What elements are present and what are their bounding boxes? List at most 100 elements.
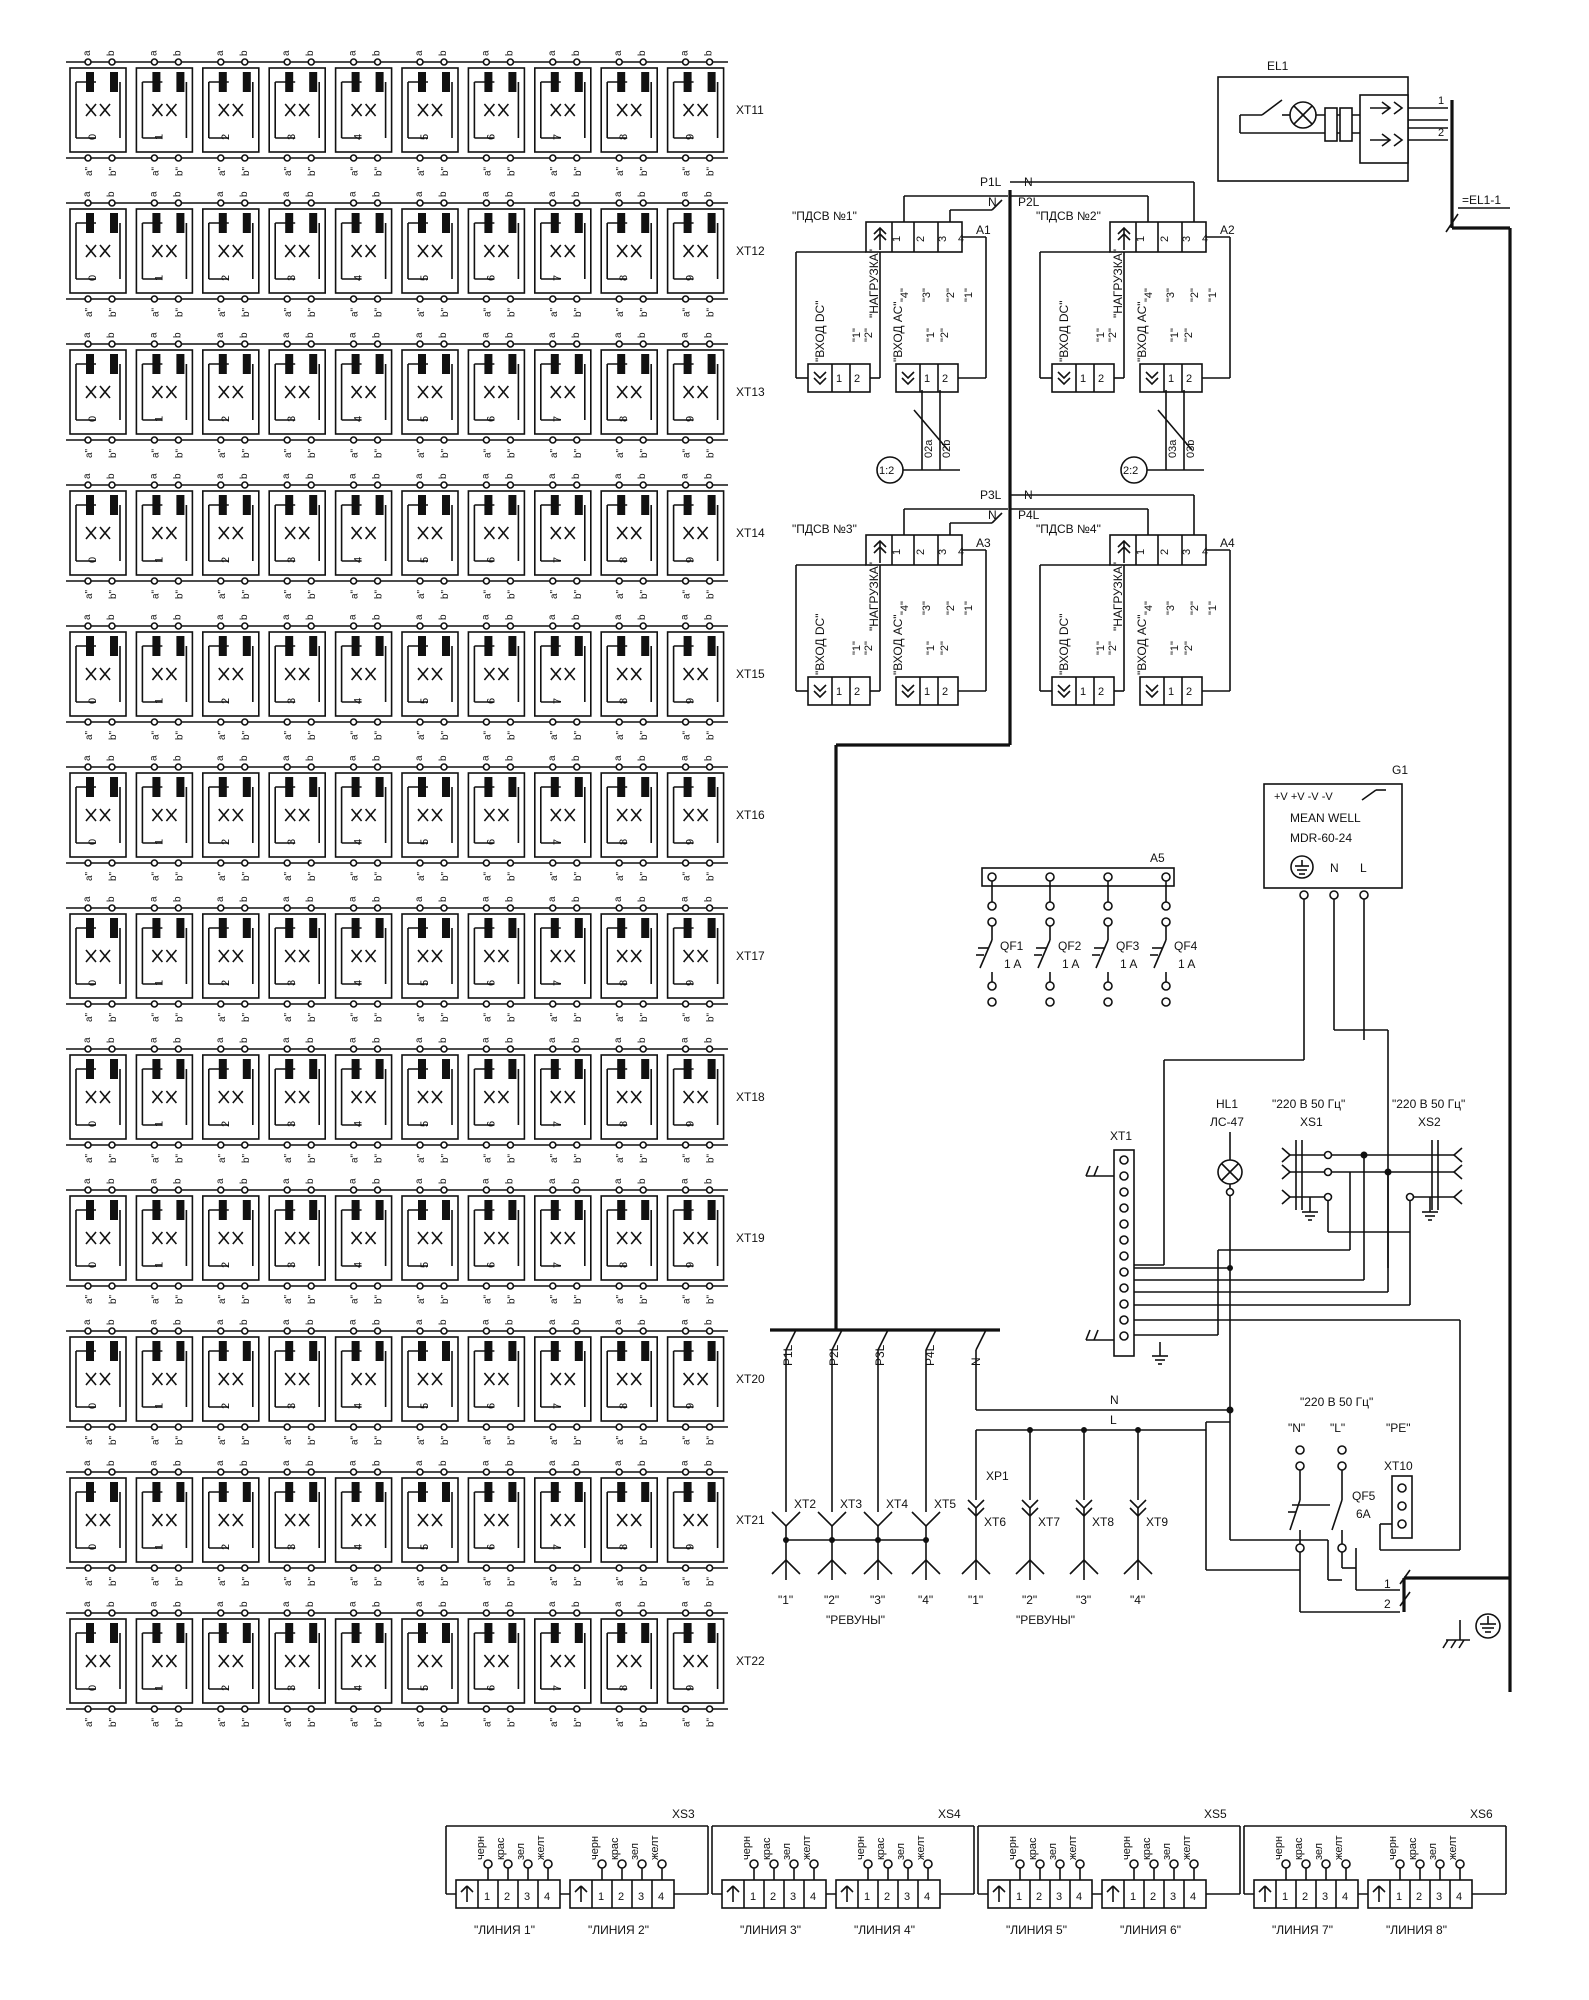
- cell-number: 2: [220, 275, 232, 281]
- cell-top-b: b: [106, 1037, 117, 1043]
- cell-bot-b: b": [241, 1435, 252, 1445]
- module-dcin: "ВХОД DC": [1057, 301, 1071, 362]
- cell-number: 4: [353, 1403, 365, 1409]
- cell-number: 3: [286, 698, 298, 704]
- module-acin: "ВХОД АС": [1135, 301, 1149, 362]
- line-pin: 3: [524, 1891, 530, 1903]
- cell-top-b: b: [305, 1178, 316, 1184]
- cell-number: 2: [220, 839, 232, 845]
- cell-bot-a: a": [416, 589, 427, 599]
- breaker-rating: 1 A: [1120, 957, 1137, 971]
- module-p1: "1": [851, 641, 863, 655]
- cell-bot-b: b": [573, 448, 584, 458]
- cell-top-b: b: [637, 332, 648, 338]
- strip-label: XT13: [736, 385, 765, 399]
- cell-top-b: b: [106, 1460, 117, 1466]
- cell-top-a: a: [281, 50, 292, 56]
- module-pin: 4: [1202, 233, 1208, 245]
- cell-bot-a: a": [416, 448, 427, 458]
- cell-bot-b: b": [108, 1717, 119, 1727]
- cell-number: 3: [286, 839, 298, 845]
- cell-number: 3: [286, 1403, 298, 1409]
- cell-bot-a: a": [217, 1717, 228, 1727]
- cell-bot-a: a": [482, 448, 493, 458]
- cell-top-a: a: [281, 473, 292, 479]
- cell-bot-a: a": [549, 1012, 560, 1022]
- cell-bot-a: a": [217, 730, 228, 740]
- cell-number: 0: [87, 134, 99, 140]
- module-q4: "4": [899, 601, 911, 615]
- cell-number: 1: [153, 1403, 165, 1409]
- line-pin: 4: [924, 1891, 930, 1903]
- cell-top-b: b: [704, 1178, 715, 1184]
- cell-bot-b: b": [307, 730, 318, 740]
- cell-bot-a: a": [682, 589, 693, 599]
- cell-top-a: a: [148, 473, 159, 479]
- cell-bot-a: a": [416, 1435, 427, 1445]
- cell-top-b: b: [637, 1178, 648, 1184]
- module-p2: "2": [1107, 328, 1119, 342]
- cell-number: 3: [286, 1121, 298, 1127]
- cell-top-a: a: [613, 332, 624, 338]
- bus-labels: P1L P2L P3L P4L N N L: [781, 1329, 1234, 1512]
- cell-number: 6: [485, 416, 497, 422]
- module-q4: "4": [1143, 288, 1155, 302]
- module-p2: "2": [863, 641, 875, 655]
- cell-bot-b: b": [108, 166, 119, 176]
- cell-bot-a: a": [350, 1435, 361, 1445]
- dc-pin: 1: [836, 373, 842, 385]
- line-pin: 3: [1170, 1891, 1176, 1903]
- module-q3: "3": [1165, 601, 1177, 615]
- cell-top-b: b: [637, 473, 648, 479]
- cell-bot-a: a": [615, 166, 626, 176]
- mains-l: "L": [1330, 1421, 1345, 1435]
- cell-bot-b: b": [174, 166, 185, 176]
- cell-top-b: b: [704, 50, 715, 56]
- line-wire-color: черн: [589, 1836, 601, 1860]
- cell-top-a: a: [348, 1460, 359, 1466]
- cell-bot-b: b": [706, 730, 717, 740]
- cell-number: 0: [87, 275, 99, 281]
- g1-label: G1: [1392, 763, 1408, 777]
- cell-number: 4: [353, 1262, 365, 1268]
- line-caption: "ЛИНИЯ 8": [1386, 1923, 1447, 1937]
- cell-bot-b: b": [374, 1435, 385, 1445]
- cell-bot-a: a": [416, 1012, 427, 1022]
- mains-caption: "220 В 50 Гц": [1300, 1395, 1373, 1409]
- line-wire-color: черн: [1273, 1836, 1285, 1860]
- xs1-label: XS1: [1300, 1115, 1323, 1129]
- cell-bot-b: b": [440, 1294, 451, 1304]
- line-caption: "ЛИНИЯ 1": [474, 1923, 535, 1937]
- cell-number: 0: [87, 1403, 99, 1409]
- cell-top-a: a: [148, 614, 159, 620]
- breaker-rating: 1 A: [1004, 957, 1021, 971]
- cell-top-a: a: [281, 1319, 292, 1325]
- siren-term-label: XT7: [1038, 1515, 1060, 1529]
- cell-number: 9: [685, 839, 697, 845]
- cell-number: 2: [220, 1685, 232, 1691]
- cell-top-b: b: [637, 1460, 648, 1466]
- cell-number: 0: [87, 1544, 99, 1550]
- module-load: "НАГРУЗКА": [1111, 562, 1125, 631]
- cell-bot-b: b": [307, 307, 318, 317]
- cell-top-a: a: [281, 332, 292, 338]
- module-ref: A3: [976, 536, 991, 550]
- cell-top-b: b: [305, 1037, 316, 1043]
- cell-bot-b: b": [374, 589, 385, 599]
- line-wire-color: желт: [535, 1835, 547, 1860]
